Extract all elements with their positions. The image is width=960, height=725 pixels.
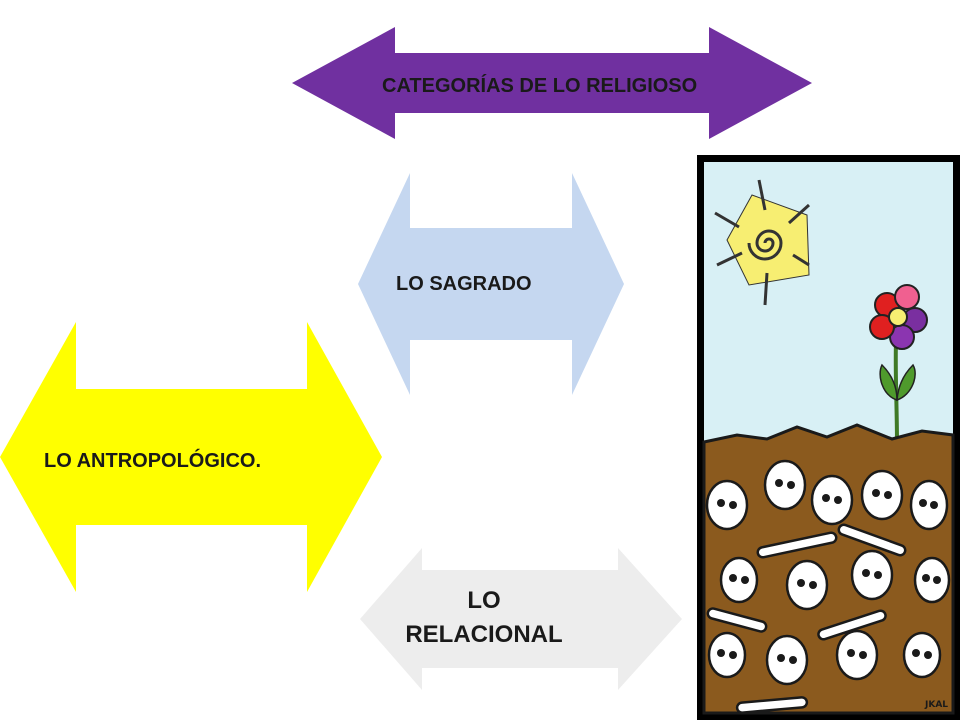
relacional-label: LO RELACIONAL	[405, 587, 563, 648]
bone-icon	[706, 523, 907, 714]
categorias-label: CATEGORÍAS DE LO RELIGIOSO	[382, 75, 698, 97]
antropologico-label: LO ANTROPOLÓGICO.	[44, 450, 262, 472]
categorias-arrow: CATEGORÍAS DE LO RELIGIOSO	[292, 27, 812, 139]
signature-text: JKAL	[924, 700, 948, 710]
skulls-flower-illustration: JKAL	[697, 155, 960, 720]
double-arrow-shape	[358, 173, 624, 395]
double-arrow-shape	[0, 322, 382, 592]
skull-icon	[705, 459, 951, 686]
sun-icon	[714, 179, 811, 306]
sagrado-arrow: LO SAGRADO	[358, 173, 624, 395]
double-arrow-shape	[292, 27, 812, 139]
antropologico-arrow: LO ANTROPOLÓGICO.	[0, 322, 382, 592]
relacional-arrow: LO RELACIONAL	[360, 548, 682, 690]
flower-icon	[869, 284, 928, 446]
sagrado-label: LO SAGRADO	[396, 273, 532, 295]
double-arrow-shape	[360, 548, 682, 690]
cartoon-image: JKAL	[697, 155, 960, 720]
